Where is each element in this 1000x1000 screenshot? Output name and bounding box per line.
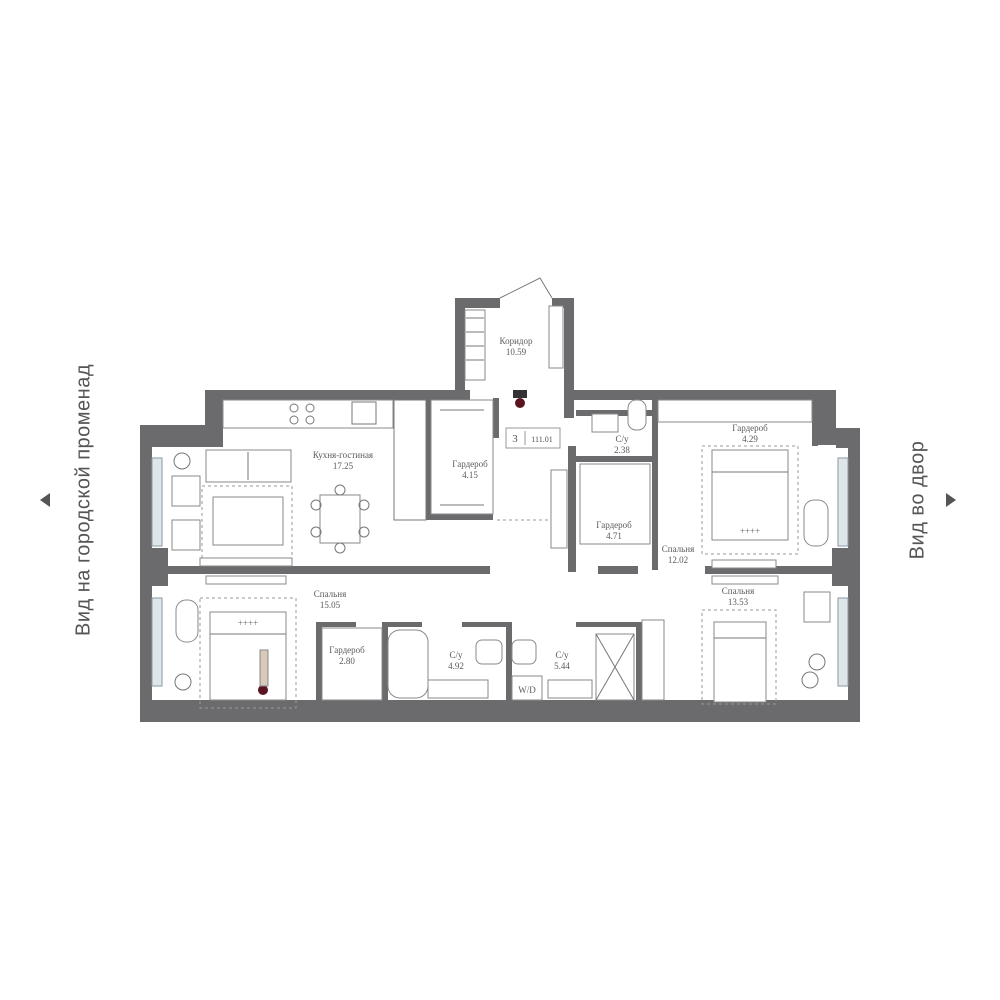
right-view-arrow-icon	[946, 493, 956, 507]
room-name-wardrobe-mid: Гардероб	[596, 520, 632, 530]
room-name-wc-small: С/у	[615, 434, 629, 444]
room-area-bath-1: 4.92	[448, 661, 464, 671]
room-name-bath-2: С/у	[555, 650, 569, 660]
room-area-wardrobe-center: 4.15	[462, 470, 478, 480]
room-area-bath-2: 5.44	[554, 661, 570, 671]
room-area-wardrobe-right-top: 4.29	[742, 434, 758, 444]
room-name-kitchen: Кухня-гостиная	[313, 450, 373, 460]
room-name-corridor: Коридор	[500, 336, 533, 346]
apartment-badge	[505, 427, 561, 449]
room-name-wardrobe-right-top: Гардероб	[732, 423, 768, 433]
room-area-wc-small: 2.38	[614, 445, 630, 455]
person-figures	[258, 390, 527, 695]
room-area-wardrobe-left: 2.80	[339, 656, 355, 666]
washer-label: W/D	[518, 685, 536, 695]
furniture	[171, 305, 831, 709]
rooms-count: 3	[512, 433, 518, 445]
left-view-arrow-icon	[40, 493, 50, 507]
plants	[173, 452, 826, 691]
entrance-door	[499, 277, 553, 299]
room-name-wardrobe-left: Гардероб	[329, 645, 365, 655]
room-area-bedroom-right-top: 12.02	[668, 555, 688, 565]
bed-marks-left: ++++	[238, 618, 258, 628]
room-area-kitchen: 17.25	[333, 461, 354, 471]
room-name-bedroom-right-top: Спальня	[662, 544, 694, 554]
room-area-bedroom-left: 15.05	[320, 600, 341, 610]
bed-marks-right: ++++	[740, 526, 760, 536]
room-area-bedroom-right-bottom: 13.53	[728, 597, 749, 607]
room-area-corridor: 10.59	[506, 347, 527, 357]
walls	[140, 298, 860, 722]
windows	[151, 457, 849, 687]
room-area-wardrobe-mid: 4.71	[606, 531, 622, 541]
room-name-bedroom-left: Спальня	[314, 589, 346, 599]
room-name-bath-1: С/у	[449, 650, 463, 660]
total-area: 111.01	[531, 435, 552, 444]
room-name-bedroom-right-bottom: Спальня	[722, 586, 754, 596]
room-name-wardrobe-center: Гардероб	[452, 459, 488, 469]
